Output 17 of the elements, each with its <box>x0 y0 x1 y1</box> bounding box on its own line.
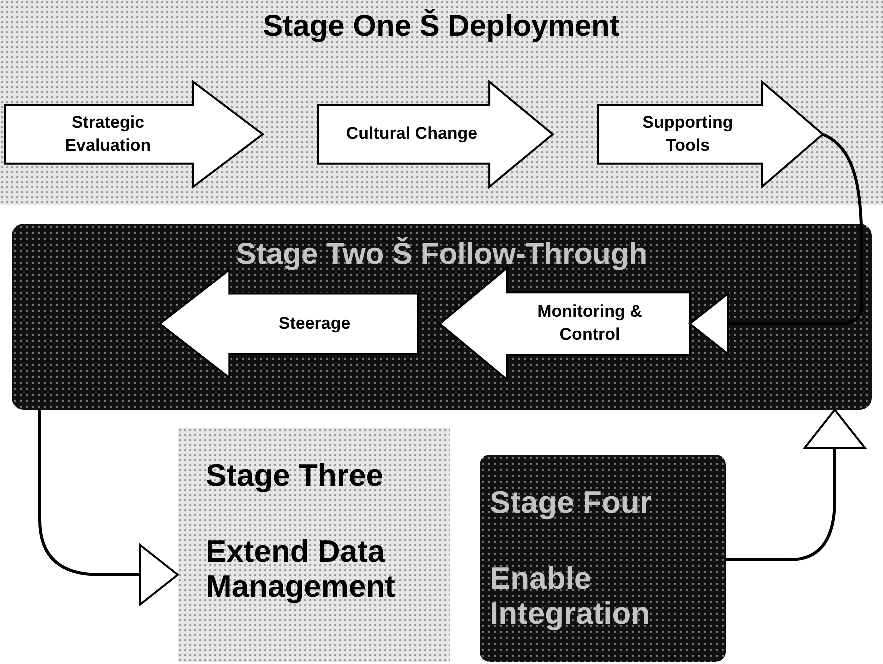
step-label: Cultural Change <box>345 123 479 146</box>
stage-band <box>12 224 872 410</box>
stage-heading: Stage One Š Deployment <box>263 10 620 44</box>
stage-box <box>178 428 450 662</box>
stage-band <box>0 0 883 205</box>
step-label: Strategic Evaluation <box>64 112 152 156</box>
stage-heading: Stage Two Š Follow-Through <box>236 238 648 272</box>
step-label: Steerage <box>278 312 352 335</box>
stage-box <box>480 455 726 662</box>
curved-arrow <box>726 409 866 562</box>
curved-arrow <box>38 410 179 606</box>
stage-heading: Extend Data Management <box>206 534 396 605</box>
step-label: Monitoring & Control <box>536 301 644 346</box>
stage-heading: Stage Three <box>206 458 384 494</box>
stage-heading: Enable Integration <box>490 560 652 632</box>
stage-heading: Stage Four <box>490 485 652 521</box>
step-label: Supporting Tools <box>642 112 734 156</box>
